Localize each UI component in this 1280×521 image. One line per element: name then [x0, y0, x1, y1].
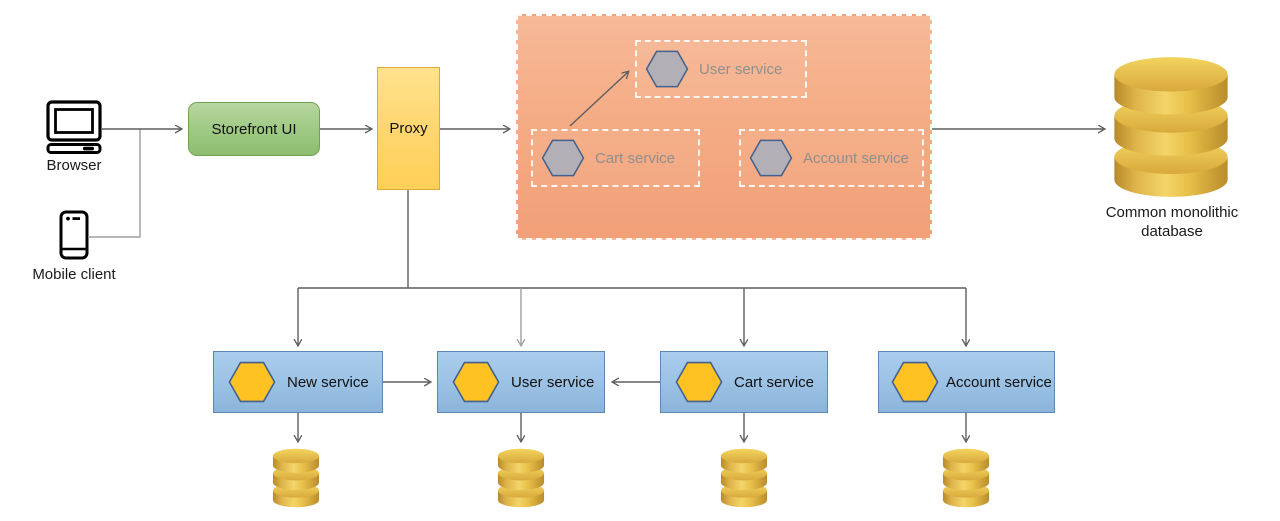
browser-label: Browser: [46, 157, 102, 174]
hexagon-icon: [749, 139, 793, 177]
hexagon-icon: [541, 139, 585, 177]
monolith-zone: User service Cart service Account servic…: [516, 14, 932, 240]
service-node-account: Account service: [878, 351, 1055, 413]
service-database-icon: [720, 448, 768, 508]
mobile-client-label: Mobile client: [32, 266, 116, 283]
hexagon-icon: [452, 361, 500, 403]
storefront-ui-label: Storefront UI: [211, 120, 297, 138]
legacy-cart-service-node: Cart service: [531, 129, 700, 187]
legacy-user-service-label: User service: [699, 60, 783, 78]
proxy-node: Proxy: [377, 67, 440, 190]
service-database-icon: [942, 448, 990, 508]
service-database-icon: [497, 448, 545, 508]
service-node-new: New service: [213, 351, 383, 413]
legacy-cart-service-label: Cart service: [595, 149, 676, 167]
monolithic-database-label: Common monolithic database: [1105, 204, 1239, 240]
legacy-account-service-node: Account service: [739, 129, 924, 187]
legacy-user-service-node: User service: [635, 40, 807, 98]
service-node-cart: Cart service: [660, 351, 828, 413]
desktop-computer-icon: [46, 100, 102, 154]
service-label-cart: Cart service: [734, 373, 815, 391]
hexagon-icon: [645, 50, 689, 88]
service-database-icon: [272, 448, 320, 508]
hexagon-icon: [891, 361, 939, 403]
storefront-ui-node: Storefront UI: [188, 102, 320, 156]
service-node-user: User service: [437, 351, 605, 413]
monolithic-database-icon: [1112, 56, 1230, 198]
proxy-label: Proxy: [389, 120, 428, 137]
legacy-account-service-label: Account service: [803, 149, 909, 167]
smartphone-icon: [59, 210, 89, 260]
hexagon-icon: [675, 361, 723, 403]
service-label-new: New service: [287, 373, 369, 391]
service-label-account: Account service: [946, 373, 1052, 391]
hexagon-icon: [228, 361, 276, 403]
service-label-user: User service: [511, 373, 595, 391]
